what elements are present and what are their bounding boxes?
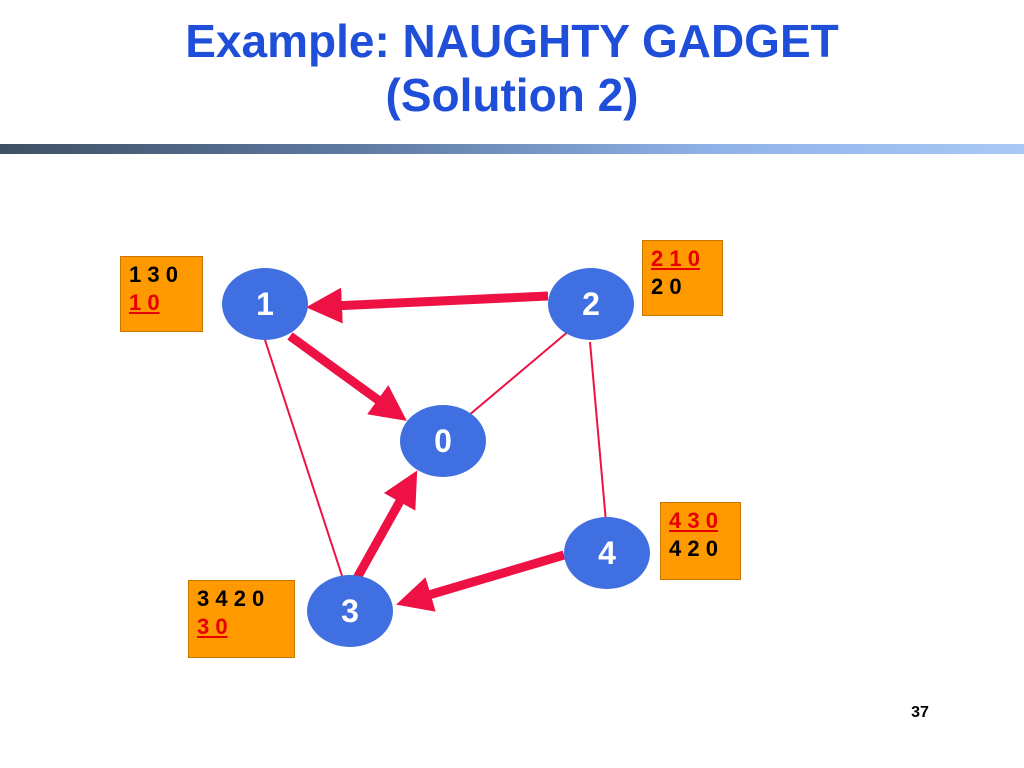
node-1[interactable]: 1 bbox=[222, 268, 308, 340]
node-3[interactable]: 3 bbox=[307, 575, 393, 647]
path-table-node-2-row-1: 2 1 0 bbox=[651, 246, 700, 271]
path-table-node-4-row-2: 4 2 0 bbox=[669, 536, 718, 561]
node-2[interactable]: 2 bbox=[548, 268, 634, 340]
node-2-label: 2 bbox=[582, 286, 600, 322]
path-table-node-1-row-1: 1 3 0 bbox=[129, 262, 178, 287]
page-number: 37 bbox=[911, 704, 929, 721]
edge-1-to-0 bbox=[287, 332, 407, 421]
path-table-node-3-row-2: 3 0 bbox=[197, 614, 228, 639]
edge-4-to-3 bbox=[396, 550, 566, 612]
path-table-node-1: 1 3 0 1 0 bbox=[120, 256, 203, 332]
path-table-node-2: 2 1 0 2 0 bbox=[642, 240, 723, 316]
node-1-label: 1 bbox=[256, 286, 274, 322]
path-table-node-2-row-2: 2 0 bbox=[651, 274, 682, 299]
title-line-2: (Solution 2) bbox=[385, 69, 639, 121]
node-3-label: 3 bbox=[341, 593, 359, 629]
edge-2-to-1 bbox=[306, 287, 549, 324]
path-table-node-3: 3 4 2 0 3 0 bbox=[188, 580, 295, 658]
edge-1-3 bbox=[264, 339, 346, 586]
node-0[interactable]: 0 bbox=[400, 405, 486, 477]
edge-3-to-0 bbox=[353, 470, 418, 581]
path-table-node-4: 4 3 0 4 2 0 bbox=[660, 502, 741, 580]
path-table-node-1-row-2: 1 0 bbox=[129, 290, 160, 315]
path-table-node-4-row-1: 4 3 0 bbox=[669, 508, 718, 533]
node-0-label: 0 bbox=[434, 423, 452, 459]
node-4-label: 4 bbox=[598, 535, 616, 571]
path-table-node-3-row-1: 3 4 2 0 bbox=[197, 586, 265, 611]
edge-2-4 bbox=[589, 341, 607, 523]
node-4[interactable]: 4 bbox=[564, 517, 650, 589]
slide-title: Example: NAUGHTY GADGET (Solution 2) bbox=[0, 14, 1024, 122]
title-line-1: Example: NAUGHTY GADGET bbox=[185, 15, 839, 67]
title-divider bbox=[0, 144, 1024, 154]
edge-2-0 bbox=[467, 329, 571, 417]
